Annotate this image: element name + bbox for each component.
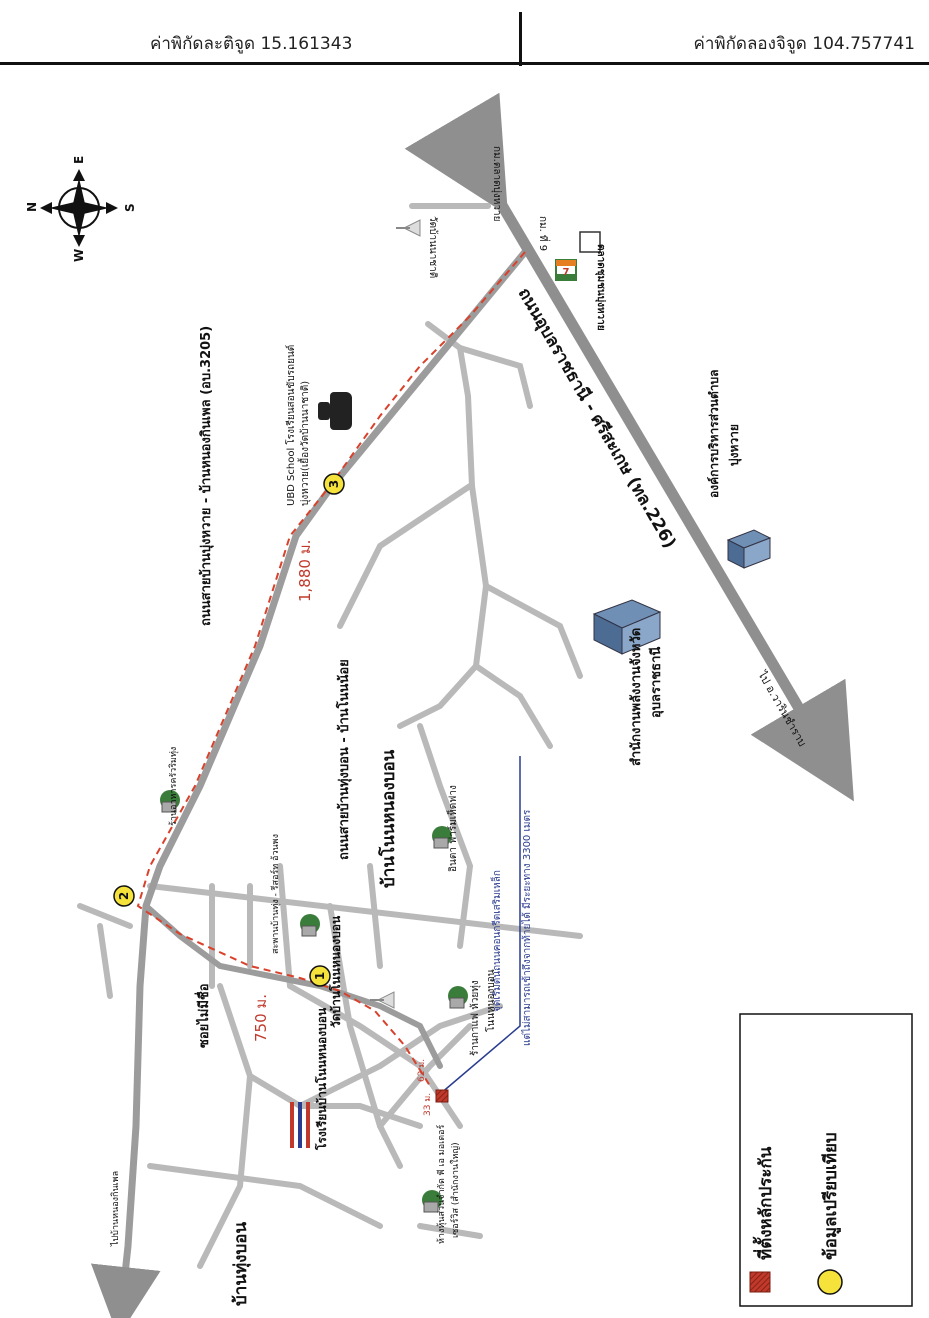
note-pointer (439, 756, 521, 1095)
legend-comparison-label: ข้อมูลเปรียบเทียบ (820, 1132, 842, 1260)
highway-226 (404, 92, 854, 802)
legend-collateral-swatch (749, 1271, 771, 1293)
provincial-energy-label: สำนักงานพลังงานจังหวัด (628, 628, 644, 766)
route-path (136, 251, 526, 1087)
temple-icon (396, 219, 421, 237)
compass-east: E (72, 156, 86, 164)
seven-eleven-icon: 7 (555, 231, 601, 281)
header-divider (519, 12, 522, 66)
svg-text:3: 3 (327, 480, 341, 488)
road-nonbon-label: ถนนสายบ้านทุ่งบอน - บ้านโนนน้อย (335, 659, 352, 860)
svg-text:7: 7 (563, 267, 570, 278)
farm-tree-icon (432, 826, 452, 849)
location-map: E W N S 1 (0, 66, 929, 1318)
restaurant-tree-icon (160, 790, 180, 813)
compass-north: N (25, 202, 39, 212)
shop-tree-icon (448, 986, 468, 1009)
school-flag-icon (290, 1102, 310, 1148)
legend-comparison-swatch (817, 1269, 843, 1295)
legend-collateral-label: ที่ตั้งหลักประกัน (752, 1146, 776, 1260)
svg-text:1: 1 (313, 972, 327, 980)
office-building-icon (726, 529, 772, 569)
market-label: ตลาดชุมชนบุ่งหวาย (595, 244, 607, 331)
partnership-tree-icon (422, 1190, 442, 1213)
partnership-sub-label: เซอร์วิส (สำนักงานใหญ่) (449, 1142, 461, 1238)
ban-non-nong-bon-label: บ้านโนนหนองบอน (378, 749, 399, 888)
highway-end-top-label: กม.ตลาดบุ่งหวาย (491, 146, 502, 221)
tao-label: องค์การบริหารส่วนตำบล (707, 370, 721, 498)
map-legend: ที่ตั้งหลักประกัน ข้อมูลเปรียบเทียบ (739, 1013, 913, 1307)
ubd-school-label: UBD School โรงเรียนสอนขับรถยนต์ (284, 345, 297, 506)
partnership-label: ห้างหุ้นส่วนจำกัด พี เอ มอเตอร์ (435, 1125, 447, 1244)
ban-thung-bon-label: บ้านทุ่งบอน (231, 1222, 251, 1306)
tao-sub-label: บุ่งหวาย (727, 424, 742, 466)
wat-na-chat-label: วัดบ้านนาชาติ (427, 216, 439, 278)
wat-non-nong-bon-label: วัดบ้านโนนหนองบอน (328, 915, 343, 1028)
map-canvas: E W N S 1 (25, 92, 913, 1318)
coordinate-header: ค่าพิกัดละติจูด 15.161343 ค่าพิกัดลองจิจ… (0, 0, 929, 66)
provincial-energy-sub-label: อุบลราชธานี (648, 647, 664, 718)
note-line2: แต่ไม่สามารถเข้าถึงจากท้ายได้ มีระยะทาง … (521, 809, 533, 1046)
compass-rose: E W N S (25, 156, 137, 262)
distance-750: 750 ม. (252, 994, 270, 1042)
office-building-icon (592, 599, 662, 655)
latitude-label: ค่าพิกัดละติจูด 15.161343 (150, 34, 353, 54)
restaurant-label: ร้านอาหารครัวริมทุ่ง (168, 747, 179, 826)
car-icon (318, 392, 352, 430)
to-nong-kin-phen-label: ไปบ้านหนองกินเพล (110, 1171, 121, 1247)
marker-2[interactable]: 2 (113, 885, 135, 907)
road-3205-label: ถนนสายบ้านบุ่งหวาย - บ้านหนองกินเพล (อบ.… (198, 326, 214, 626)
shop-sub-label: โนนหนองบอน (484, 969, 497, 1032)
secondary-roads (77, 203, 583, 1269)
soi-unnamed-label: ซอยไม่มีชื่อ (194, 983, 212, 1048)
road-3205 (90, 248, 529, 1318)
svg-text:2: 2 (117, 892, 131, 900)
farm-label: อินตา ฟาร์มเห็ดฟาง (445, 785, 459, 872)
header-underline (0, 62, 929, 65)
km-marker-label: กม. ที่ 9 (537, 216, 551, 251)
distance-1880: 1,880 ม. (296, 540, 314, 602)
compass-west: W (72, 249, 86, 262)
compass-south: S (123, 203, 137, 212)
resort-tree-icon (300, 914, 320, 937)
school-label: โรงเรียนบ้านโนนหนองบอน (314, 1007, 329, 1151)
longitude-label: ค่าพิกัดลองจิจูด 104.757741 (693, 34, 916, 54)
distance-33: 33 ม. (423, 1093, 433, 1116)
marker-3[interactable]: 3 (323, 473, 345, 495)
note-line1: จุดเริ่มต้นถนนคอนกรีตเสริมเหล็ก (489, 870, 503, 1012)
temple-icon (370, 991, 395, 1009)
ubd-school-sub-label: บุ่งหวาย(เยื้องวัดบ้านนาชาติ) (297, 381, 311, 506)
marker-1[interactable]: 1 (309, 965, 331, 987)
soi-unnamed-road (143, 903, 443, 1069)
resort-label: สะพานบ้านทุ่ง - รีสอร์ท อ้วนพง (269, 834, 281, 954)
distance-62: 62 ม. (417, 1059, 427, 1082)
collateral-location-icon[interactable] (435, 1089, 449, 1103)
shop-label: ร้านกาแฟ ห้วยทุ่ง (469, 980, 481, 1056)
